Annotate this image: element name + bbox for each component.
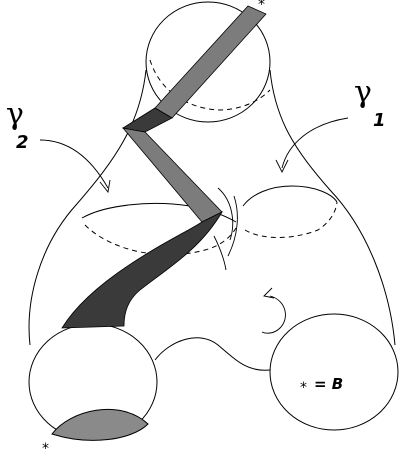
legend-star: * [300,380,307,396]
legend-text: = B [314,375,343,393]
gamma-2-arrow [40,140,108,188]
gamma-1-arrow-head [276,160,288,172]
crotch-curve [155,338,270,370]
gamma-2-index: 2 [16,132,29,153]
band-segment-top [155,6,266,118]
rotation-arrow [262,296,285,333]
basepoint-star-top: * [258,0,265,13]
neck-right-front [243,186,337,206]
basepoint-star-bottom: * [42,441,49,455]
right-leg-boundary [270,314,398,430]
gamma-1-index: 1 [373,110,386,131]
gamma-1-arrow [282,118,348,168]
band-segment-middle [123,128,222,222]
gamma-2-arrow-head [100,180,110,192]
gamma-2-symbol: γ [6,97,24,132]
gamma-1-symbol: γ [354,75,372,110]
band-segment-lower-dark [62,212,222,328]
neck-right-dashed [245,202,337,238]
basepoint-disk [52,409,148,440]
